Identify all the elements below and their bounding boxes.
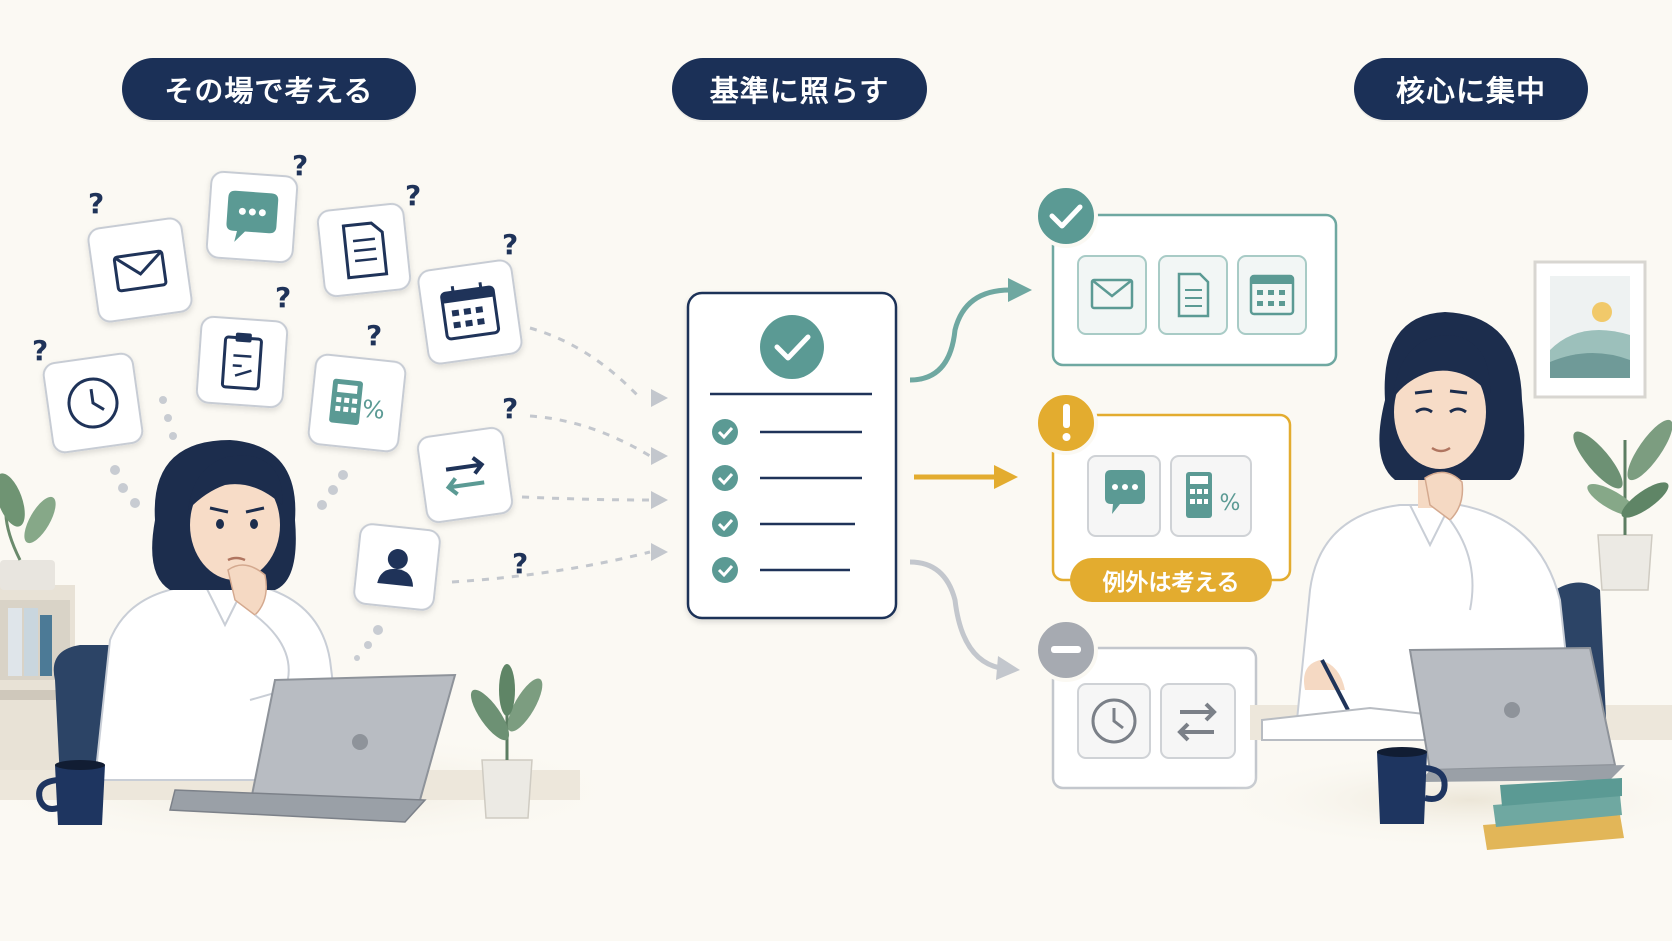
question-mark: ? <box>32 334 48 367</box>
svg-text:%: % <box>1220 491 1241 516</box>
check-circle-icon <box>712 511 738 537</box>
approved-document-icon <box>1158 255 1228 335</box>
left-scene: % ? ? ? ? ? ? ? ? ? <box>0 149 668 850</box>
question-marks: ? ? ? ? ? ? ? ? ? <box>32 149 528 580</box>
mug-left <box>36 760 105 825</box>
approved-envelope-icon <box>1077 255 1147 335</box>
question-mark: ? <box>512 547 528 580</box>
exception-calculator-percent-icon: % <box>1170 455 1252 537</box>
right-scene <box>1210 260 1672 850</box>
question-mark: ? <box>275 281 291 314</box>
check-circle-icon <box>1034 184 1098 248</box>
card-calendar-icon <box>417 259 523 365</box>
exception-label: 例外は考える <box>1070 558 1272 602</box>
card-chat-bubble-icon <box>205 170 299 264</box>
route-approved-arrow <box>909 287 1011 383</box>
excluded-swap-arrows-icon <box>1160 683 1236 759</box>
question-mark: ? <box>502 228 518 261</box>
icon-cloud-left: % <box>42 170 523 611</box>
group-excluded <box>1034 618 1258 790</box>
heading-think-on-the-spot: その場で考える <box>122 58 416 120</box>
card-clock-icon <box>42 352 144 454</box>
heading-focus-on-core: 核心に集中 <box>1354 58 1588 120</box>
card-document-icon <box>316 202 412 298</box>
question-mark: ? <box>405 179 421 212</box>
excluded-clock-icon <box>1077 683 1151 759</box>
check-circle-icon <box>712 419 738 445</box>
group-exception: % <box>1034 391 1292 582</box>
laptop-left <box>169 673 457 823</box>
plant-desk-left <box>470 664 543 819</box>
dashed-flow-arrows <box>451 326 651 584</box>
dashed-arrow-heads <box>651 389 668 561</box>
approved-calendar-icon <box>1237 255 1307 335</box>
check-circle-icon <box>712 557 738 583</box>
group-approved <box>1034 184 1338 367</box>
plant-right <box>1573 419 1672 591</box>
route-excluded-arrow <box>909 559 1001 671</box>
laptop-right <box>1408 646 1625 782</box>
thought-dots <box>110 396 383 661</box>
routing-arrows <box>909 278 1032 680</box>
criteria-checklist <box>686 291 898 620</box>
question-mark: ? <box>366 319 382 352</box>
check-circle-icon <box>760 315 824 379</box>
card-calculator-percent-icon: % <box>307 353 407 453</box>
check-circle-icon <box>712 465 738 491</box>
question-mark: ? <box>292 149 308 182</box>
card-clipboard-icon <box>195 315 289 409</box>
card-envelope-icon <box>87 217 193 323</box>
card-person-icon <box>353 523 441 611</box>
wall-picture <box>1533 260 1647 399</box>
books-stack <box>1483 778 1624 850</box>
question-mark: ? <box>502 392 518 425</box>
heading-check-against-criteria: 基準に照らす <box>672 58 927 120</box>
mug-right <box>1377 747 1448 824</box>
svg-text:%: % <box>361 395 387 425</box>
question-mark: ? <box>88 187 104 220</box>
checklist-rows <box>712 419 862 583</box>
card-swap-arrows-icon <box>416 426 514 524</box>
exception-chat-bubble-icon <box>1087 455 1161 537</box>
plant-left <box>0 473 56 590</box>
